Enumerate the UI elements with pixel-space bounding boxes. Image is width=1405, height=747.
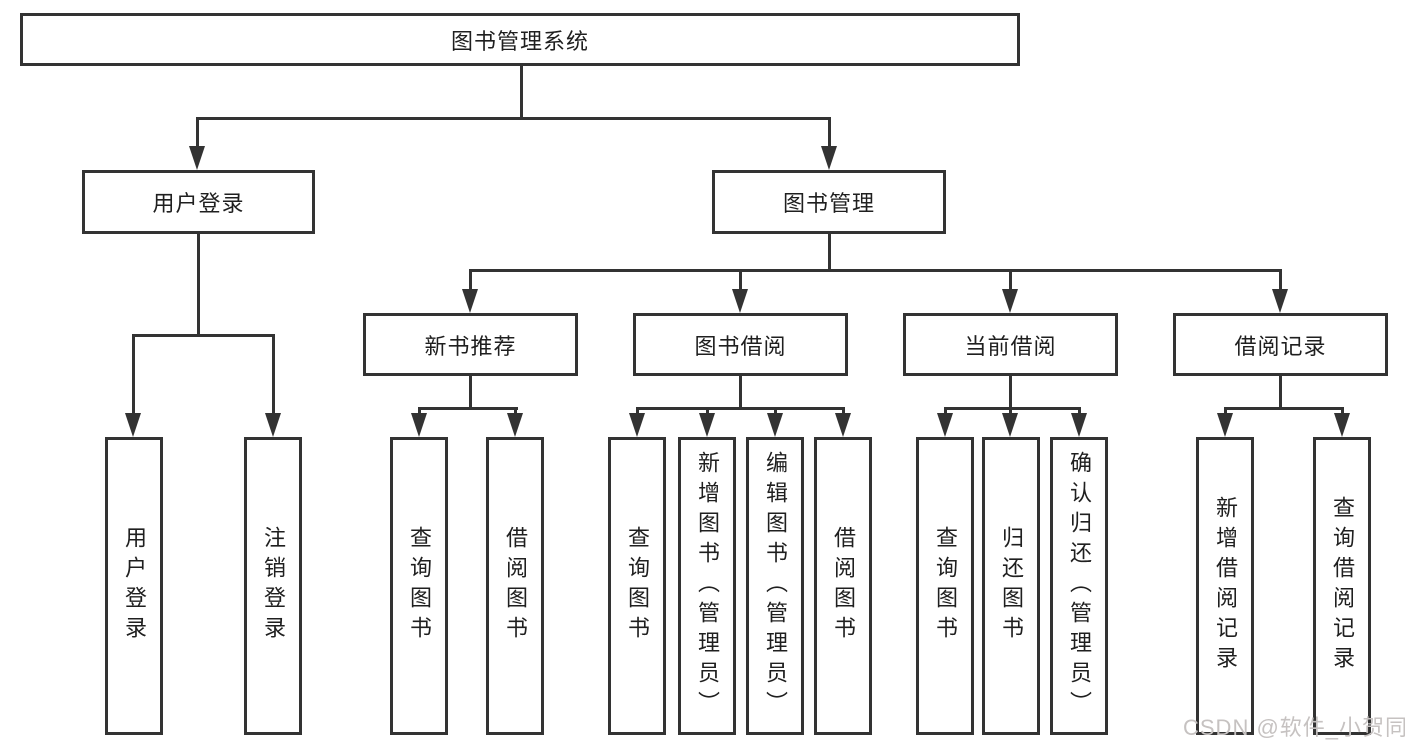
connector-line xyxy=(1078,407,1081,416)
leaf-user-login: 用户登录 xyxy=(105,437,163,735)
connector-line xyxy=(418,407,421,416)
arrow-down-icon xyxy=(1334,413,1350,437)
connector-line xyxy=(1279,269,1282,292)
connector-line xyxy=(514,407,517,416)
arrow-down-icon xyxy=(835,413,851,437)
node-borrow-records: 借阅记录 xyxy=(1173,313,1388,376)
connector-line xyxy=(520,66,523,118)
connector-line xyxy=(196,117,199,149)
arrow-down-icon xyxy=(265,413,281,437)
node-root: 图书管理系统 xyxy=(20,13,1020,66)
arrow-down-icon xyxy=(411,413,427,437)
connector-line xyxy=(1279,376,1282,409)
connector-line xyxy=(739,376,742,409)
leaf-logout: 注销登录 xyxy=(244,437,302,735)
connector-line xyxy=(469,269,1282,272)
arrow-down-icon xyxy=(1002,289,1018,313)
connector-line xyxy=(636,407,845,410)
leaf-query-books-current: 查询图书 xyxy=(916,437,974,735)
arrow-down-icon xyxy=(767,413,783,437)
leaf-return-books: 归还图书 xyxy=(982,437,1040,735)
arrow-down-icon xyxy=(1002,413,1018,437)
leaf-query-books-recommend: 查询图书 xyxy=(390,437,448,735)
arrow-down-icon xyxy=(821,146,837,170)
connector-line xyxy=(1009,376,1012,409)
arrow-down-icon xyxy=(507,413,523,437)
leaf-query-books-borrow: 查询图书 xyxy=(608,437,666,735)
connector-line xyxy=(132,334,135,416)
node-new-book-recommend: 新书推荐 xyxy=(363,313,578,376)
leaf-query-borrow-record: 查询借阅记录 xyxy=(1313,437,1371,735)
arrow-down-icon xyxy=(699,413,715,437)
node-book-borrow: 图书借阅 xyxy=(633,313,848,376)
connector-line xyxy=(1341,407,1344,416)
connector-line xyxy=(132,334,275,337)
connector-line xyxy=(842,407,845,416)
leaf-confirm-return-admin: 确认归还（管理员） xyxy=(1050,437,1108,735)
leaf-edit-books-admin: 编辑图书（管理员） xyxy=(746,437,804,735)
connector-line xyxy=(1009,407,1012,416)
arrow-down-icon xyxy=(732,289,748,313)
connector-line xyxy=(944,407,947,416)
connector-line xyxy=(1224,407,1344,410)
leaf-borrow-books-recommend: 借阅图书 xyxy=(486,437,544,735)
watermark: CSDN @软件_小贺同学 xyxy=(1183,715,1405,740)
arrow-down-icon xyxy=(1272,289,1288,313)
node-book-management: 图书管理 xyxy=(712,170,946,234)
arrow-down-icon xyxy=(1217,413,1233,437)
connector-line xyxy=(469,269,472,292)
connector-line xyxy=(739,269,742,292)
connector-line xyxy=(418,407,518,410)
connector-line xyxy=(706,407,709,416)
connector-line xyxy=(469,376,472,409)
leaf-add-borrow-record: 新增借阅记录 xyxy=(1196,437,1254,735)
arrow-down-icon xyxy=(629,413,645,437)
connector-line xyxy=(1009,269,1012,292)
leaf-borrow-books-borrow: 借阅图书 xyxy=(814,437,872,735)
arrow-down-icon xyxy=(125,413,141,437)
arrow-down-icon xyxy=(1071,413,1087,437)
connector-line xyxy=(774,407,777,416)
arrow-down-icon xyxy=(189,146,205,170)
node-current-borrow: 当前借阅 xyxy=(903,313,1118,376)
connector-line xyxy=(272,334,275,416)
node-user-login: 用户登录 xyxy=(82,170,315,234)
connector-line xyxy=(636,407,639,416)
arrow-down-icon xyxy=(937,413,953,437)
connector-line xyxy=(196,117,831,120)
arrow-down-icon xyxy=(462,289,478,313)
connector-line xyxy=(197,234,200,336)
connector-line xyxy=(828,117,831,149)
connector-line xyxy=(1224,407,1227,416)
leaf-add-books-admin: 新增图书（管理员） xyxy=(678,437,736,735)
connector-line xyxy=(828,234,831,272)
connector-line xyxy=(944,407,1081,410)
